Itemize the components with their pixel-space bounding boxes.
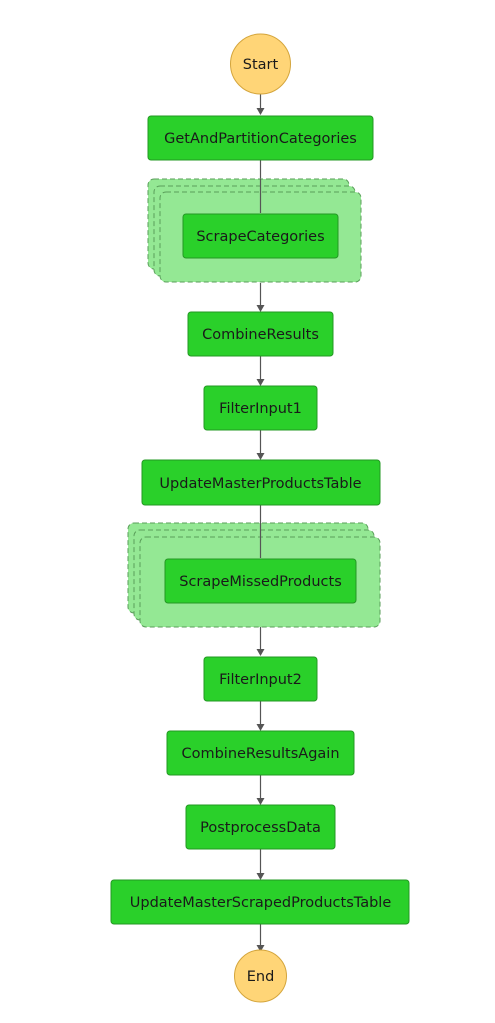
arrowhead bbox=[256, 873, 265, 880]
state-label: CombineResultsAgain bbox=[181, 746, 339, 762]
state-update-master-products-table[interactable]: UpdateMasterProductsTable bbox=[141, 459, 381, 506]
state-postprocess-data[interactable]: PostprocessData bbox=[185, 804, 336, 850]
state-label: ScrapeCategories bbox=[196, 229, 324, 245]
arrowhead bbox=[256, 379, 265, 386]
map-state-scrape-categories[interactable]: ScrapeCategories bbox=[147, 178, 362, 283]
state-label: FilterInput1 bbox=[219, 401, 302, 417]
state-label: GetAndPartitionCategories bbox=[164, 131, 357, 147]
state-combine-results-again[interactable]: CombineResultsAgain bbox=[166, 730, 355, 776]
arrowhead bbox=[256, 798, 265, 805]
state-update-master-scraped-products-table[interactable]: UpdateMasterScrapedProductsTable bbox=[110, 879, 410, 925]
state-get-and-partition-categories[interactable]: GetAndPartitionCategories bbox=[147, 115, 374, 161]
state-label: ScrapeMissedProducts bbox=[179, 574, 342, 590]
start-label: Start bbox=[243, 57, 279, 73]
arrowhead bbox=[256, 649, 265, 656]
state-label: PostprocessData bbox=[200, 820, 321, 836]
end-label: End bbox=[247, 969, 275, 985]
state-filter-input-1[interactable]: FilterInput1 bbox=[203, 385, 318, 431]
state-label: UpdateMasterScrapedProductsTable bbox=[130, 895, 392, 911]
arrowhead bbox=[256, 305, 265, 312]
arrowhead bbox=[256, 108, 265, 115]
map-state-scrape-missed-products[interactable]: ScrapeMissedProducts bbox=[127, 522, 381, 628]
end-node[interactable]: End bbox=[234, 949, 287, 1003]
arrowhead bbox=[256, 945, 265, 952]
state-label: CombineResults bbox=[202, 327, 319, 343]
state-label: UpdateMasterProductsTable bbox=[159, 476, 361, 492]
state-label: FilterInput2 bbox=[219, 672, 302, 688]
state-combine-results[interactable]: CombineResults bbox=[187, 311, 334, 357]
state-filter-input-2[interactable]: FilterInput2 bbox=[203, 656, 318, 702]
arrowhead bbox=[256, 453, 265, 460]
start-node[interactable]: Start bbox=[230, 33, 291, 95]
arrowhead bbox=[256, 724, 265, 731]
